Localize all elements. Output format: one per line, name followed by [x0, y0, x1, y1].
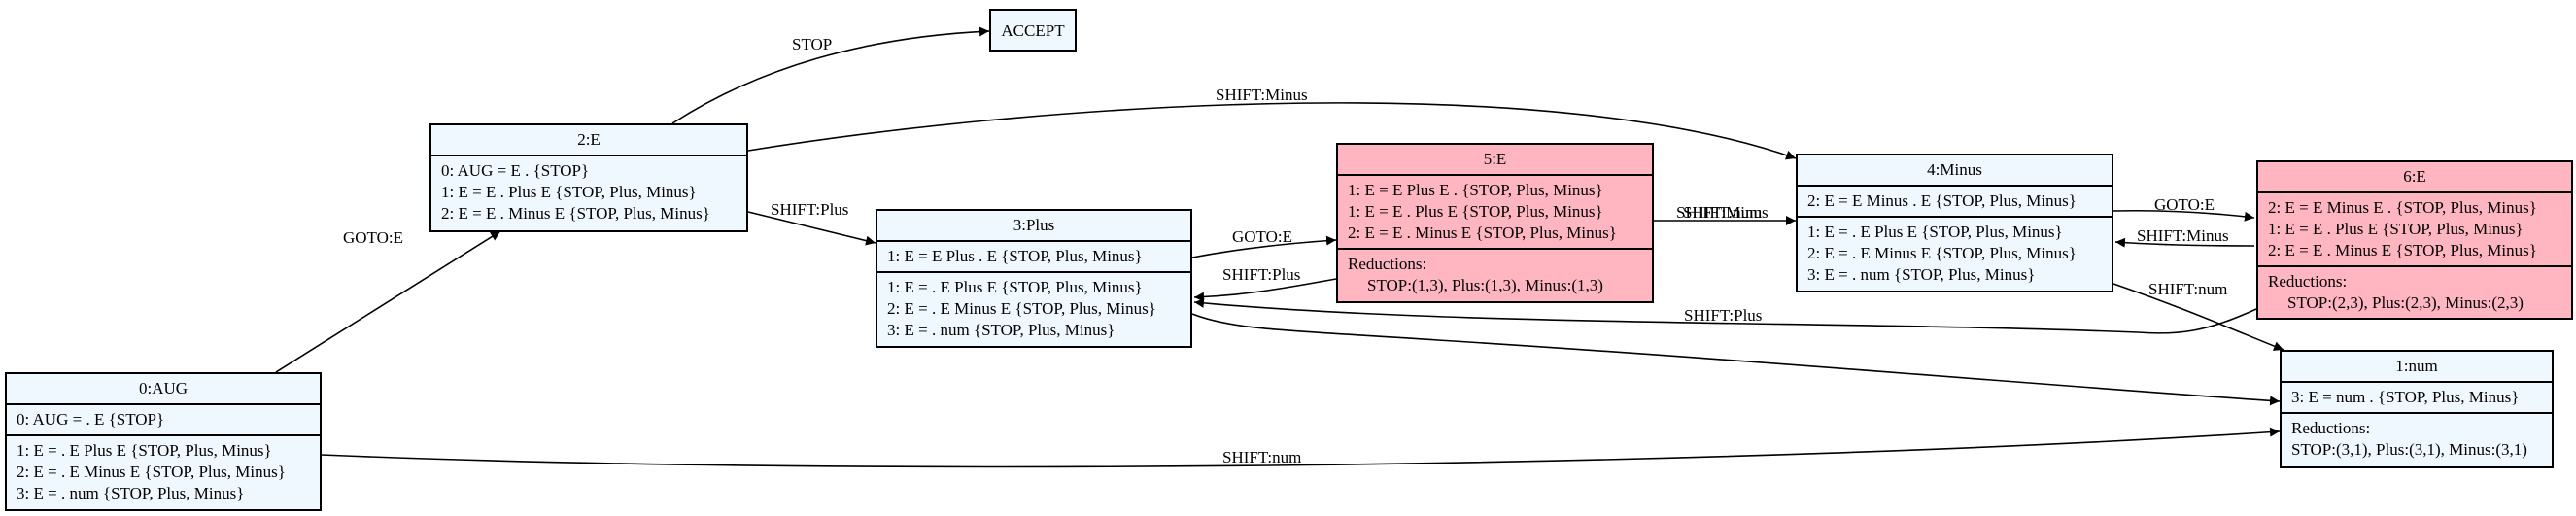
- edge-4-1: [2112, 283, 2284, 351]
- node-6-e: 6:E 2: E = E Minus E . {STOP, Plus, Minu…: [2256, 160, 2573, 320]
- edge-label-stop: STOP: [792, 35, 833, 53]
- edge-label-shift-plus: SHIFT:Plus: [771, 200, 849, 219]
- kernel-items: 0: AUG = . E {STOP}: [7, 405, 320, 436]
- reductions-label: Reductions:: [2291, 419, 2371, 437]
- reductions-label: Reductions:: [1348, 255, 1427, 273]
- item: 1: E = . E Plus E {STOP, Plus, Minus}: [17, 441, 272, 460]
- node-title: 3:Plus: [877, 211, 1190, 242]
- edge-label-goto-e: GOTO:E: [1232, 227, 1293, 246]
- item: 1: E = . E Plus E {STOP, Plus, Minus}: [1807, 223, 2063, 241]
- item: 2: E = E . Minus E {STOP, Plus, Minus}: [441, 204, 710, 223]
- node-title: 0:AUG: [7, 374, 320, 405]
- edge-label-shift-plus: SHIFT:Plus: [1684, 306, 1763, 325]
- node-title: ACCEPT: [1001, 21, 1065, 40]
- edge-2-3: [747, 211, 876, 246]
- kernel-items: 1: E = E Plus E . {STOP, Plus, Minus} 1:…: [1338, 176, 1652, 250]
- edge-5-3: [1193, 278, 1337, 302]
- edge-label-shift-num: SHIFT:num: [1222, 448, 1302, 466]
- item: 3: E = . num {STOP, Plus, Minus}: [17, 484, 245, 502]
- node-2-e: 2:E 0: AUG = E . {STOP} 1: E = E . Plus …: [429, 123, 748, 232]
- item: 0: AUG = E . {STOP}: [441, 161, 590, 180]
- node-accept: ACCEPT: [989, 9, 1077, 52]
- edge-label-goto-e: GOTO:E: [343, 228, 404, 247]
- item: 2: E = . E Minus E {STOP, Plus, Minus}: [17, 463, 286, 481]
- item: 1: E = . E Plus E {STOP, Plus, Minus}: [887, 278, 1143, 296]
- item: 2: E = E . Minus E {STOP, Plus, Minus}: [2268, 241, 2537, 259]
- edge-0-2: [275, 230, 501, 373]
- edge-3-5: [1191, 235, 1337, 258]
- node-title: 5:E: [1338, 145, 1652, 176]
- closure-items: 1: E = . E Plus E {STOP, Plus, Minus} 2:…: [7, 436, 320, 508]
- node-0-aug: 0:AUG 0: AUG = . E {STOP} 1: E = . E Plu…: [5, 372, 322, 511]
- item: 2: E = . E Minus E {STOP, Plus, Minus}: [1807, 244, 2077, 262]
- edge-label-shift-plus: SHIFT:Plus: [1222, 265, 1301, 284]
- item: 3: E = num . {STOP, Plus, Minus}: [2291, 388, 2520, 406]
- reductions-value: STOP:(3,1), Plus:(3,1), Minus:(3,1): [2291, 440, 2527, 459]
- edge-label-shift-minus: SHIFT:Minus: [2137, 226, 2229, 245]
- kernel-items: 2: E = E Minus E . {STOP, Plus, Minus} 1…: [2258, 193, 2571, 267]
- item: 1: E = E . Plus E {STOP, Plus, Minus}: [1348, 202, 1603, 221]
- node-title: 2:E: [431, 125, 746, 156]
- closure-items: 1: E = . E Plus E {STOP, Plus, Minus} 2:…: [877, 273, 1190, 345]
- node-title: 4:Minus: [1798, 155, 2112, 187]
- item: 0: AUG = . E {STOP}: [17, 410, 165, 429]
- reductions-value: STOP:(2,3), Plus:(2,3), Minus:(2,3): [2287, 293, 2524, 312]
- item: 2: E = E . Minus E {STOP, Plus, Minus}: [1348, 224, 1617, 242]
- reductions: Reductions: STOP:(3,1), Plus:(3,1), Minu…: [2282, 414, 2552, 464]
- item: 3: E = . num {STOP, Plus, Minus}: [1807, 265, 2036, 284]
- item: 1: E = E . Plus E {STOP, Plus, Minus}: [2268, 220, 2524, 238]
- edge-label-shift-num: SHIFT:num: [1683, 203, 1763, 222]
- edge-6-4: [2114, 237, 2255, 248]
- edge-2-accept: [671, 26, 990, 124]
- kernel-items: 0: AUG = E . {STOP} 1: E = E . Plus E {S…: [431, 156, 746, 228]
- kernel-items: 2: E = E Minus . E {STOP, Plus, Minus}: [1798, 187, 2112, 218]
- kernel-items: 3: E = num . {STOP, Plus, Minus}: [2282, 383, 2552, 414]
- edge-label-shift-minus: SHIFT:Minus: [1676, 203, 1769, 222]
- edge-4-6: [2112, 209, 2255, 222]
- reductions-label: Reductions:: [2268, 272, 2348, 291]
- node-title: 6:E: [2258, 162, 2571, 193]
- edge-label-shift-minus: SHIFT:Minus: [1216, 86, 1308, 104]
- node-5-e: 5:E 1: E = E Plus E . {STOP, Plus, Minus…: [1336, 143, 1654, 303]
- kernel-items: 1: E = E Plus . E {STOP, Plus, Minus}: [877, 242, 1190, 273]
- item: 1: E = E Plus . E {STOP, Plus, Minus}: [887, 247, 1143, 265]
- item: 2: E = E Minus . E {STOP, Plus, Minus}: [1807, 191, 2077, 210]
- edge-3-1: [1191, 313, 2281, 406]
- reductions-value: STOP:(1,3), Plus:(1,3), Minus:(1,3): [1367, 276, 1603, 294]
- edge-6-3: [1193, 297, 2257, 334]
- reductions: Reductions: STOP:(1,3), Plus:(1,3), Minu…: [1338, 250, 1652, 300]
- item: 1: E = E . Plus E {STOP, Plus, Minus}: [441, 183, 697, 201]
- item: 2: E = E Minus E . {STOP, Plus, Minus}: [2268, 198, 2537, 217]
- item: 3: E = . num {STOP, Plus, Minus}: [887, 321, 1116, 339]
- edge-label-goto-e: GOTO:E: [2154, 195, 2215, 214]
- item: 1: E = E Plus E . {STOP, Plus, Minus}: [1348, 181, 1603, 199]
- edge-2-4: [747, 102, 1797, 160]
- node-3-plus: 3:Plus 1: E = E Plus . E {STOP, Plus, Mi…: [876, 209, 1192, 348]
- node-4-minus: 4:Minus 2: E = E Minus . E {STOP, Plus, …: [1796, 154, 2113, 292]
- closure-items: 1: E = . E Plus E {STOP, Plus, Minus} 2:…: [1798, 218, 2112, 290]
- node-title: 1:num: [2282, 352, 2552, 383]
- edge-0-1: [321, 427, 2281, 468]
- node-1-num: 1:num 3: E = num . {STOP, Plus, Minus} R…: [2280, 350, 2554, 468]
- item: 2: E = . E Minus E {STOP, Plus, Minus}: [887, 299, 1156, 318]
- reductions: Reductions: STOP:(2,3), Plus:(2,3), Minu…: [2258, 267, 2571, 318]
- edge-label-shift-num: SHIFT:num: [2148, 280, 2228, 298]
